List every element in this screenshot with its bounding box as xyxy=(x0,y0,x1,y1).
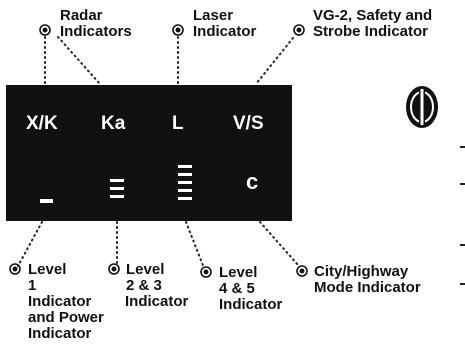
laser-label: Laser Indicator xyxy=(193,7,257,40)
bullet-icon xyxy=(296,265,308,277)
level45-bar xyxy=(178,189,192,192)
edge-mark xyxy=(460,183,465,185)
bullet-icon xyxy=(293,24,305,36)
leader-radar-ka xyxy=(57,36,101,85)
level23-label: Level 2 & 3 Indicator xyxy=(125,261,189,310)
bullet-icon xyxy=(172,24,184,36)
power-knob-icon xyxy=(406,86,438,128)
bullet-icon xyxy=(9,263,21,275)
bullet-icon xyxy=(108,263,120,275)
leader-city xyxy=(259,221,299,266)
level45-bar xyxy=(178,181,192,184)
city-mode-indicator: c xyxy=(246,169,259,194)
bullet-icon xyxy=(200,266,212,278)
leader-level45 xyxy=(185,221,205,269)
display-panel: X/K Ka L V/S c xyxy=(6,85,292,221)
level23-bar xyxy=(110,179,124,182)
radar-label: Radar Indicators xyxy=(60,7,132,40)
level23-bar xyxy=(110,195,124,198)
ka-indicator: Ka xyxy=(101,113,126,134)
vs-indicator: V/S xyxy=(233,113,264,134)
vg2-label: VG-2, Safety and Strobe Indicator xyxy=(313,7,433,40)
xk-indicator: X/K xyxy=(26,113,58,134)
level45-bar xyxy=(178,197,192,200)
edge-mark xyxy=(460,146,465,148)
level45-label: Level 4 & 5 Indicator xyxy=(219,264,283,313)
edge-mark xyxy=(460,244,465,246)
level45-bar xyxy=(178,165,192,168)
leader-level1 xyxy=(17,221,43,267)
leader-vg2 xyxy=(255,37,294,85)
level23-bar xyxy=(110,187,124,190)
edge-mark xyxy=(460,283,465,285)
level1-bar xyxy=(40,199,53,203)
laser-indicator: L xyxy=(172,113,184,134)
city-label: City/Highway Mode Indicator xyxy=(314,263,421,296)
bullet-icon xyxy=(39,24,51,36)
level45-bar xyxy=(178,173,192,176)
level1-label: Level 1 Indicator and Power Indicator xyxy=(28,261,104,342)
